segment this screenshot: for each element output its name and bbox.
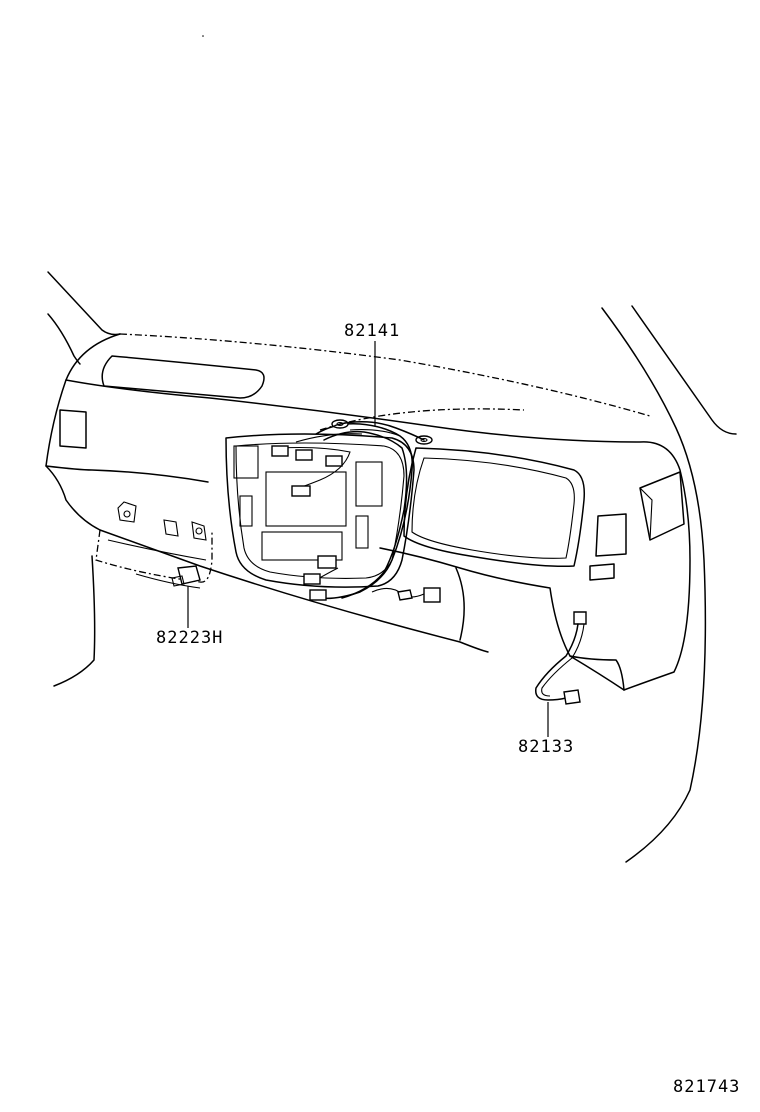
center-switch-right [355,515,369,549]
right-side-vents [589,471,685,581]
part-label-82133: 82133 [518,737,575,757]
instrument-cluster [403,447,586,568]
harness-connectors [271,445,441,603]
left-side-vent [59,409,87,449]
connector-82141 [319,408,525,445]
center-left-vent [233,445,259,479]
right-door-pillar [601,305,737,863]
figure-number: 821743 [673,1077,741,1097]
dashboard-top-edge [119,333,651,417]
connector-82223h [171,565,201,587]
audio-panel [265,471,347,527]
center-right-vent [355,461,383,507]
center-switch-left [239,495,253,527]
left-a-pillar [47,271,121,365]
center-cluster [225,433,415,588]
part-label-82141: 82141 [344,321,401,341]
passenger-upper-vent [101,355,265,399]
speck [202,35,204,37]
left-kick-panel [53,555,96,687]
dashboard-body [45,333,691,691]
glove-box-brackets [117,501,207,541]
climate-panel [261,531,343,561]
connector-82133 [535,611,587,705]
part-label-82223h: 82223H [156,628,224,648]
